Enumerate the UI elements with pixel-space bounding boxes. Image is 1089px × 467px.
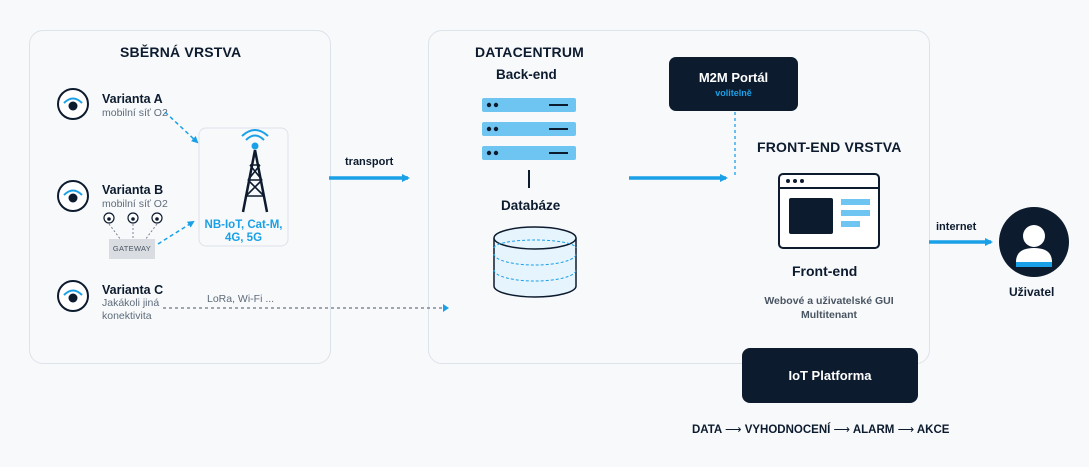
tower-box bbox=[198, 127, 289, 247]
backend-label: Back-end bbox=[496, 67, 557, 82]
device-icon bbox=[57, 88, 89, 120]
variant-c-label: Varianta C bbox=[102, 283, 164, 297]
m2m-portal-sub: volitelně bbox=[715, 88, 752, 98]
variant-a-sub: mobilní síť O2 bbox=[102, 107, 168, 119]
pipeline-evaluation: VYHODNOCENÍ bbox=[744, 424, 831, 436]
lora-label: LoRa, Wi-Fi ... bbox=[207, 293, 275, 305]
database-label: Databáze bbox=[501, 198, 561, 213]
internet-label: internet bbox=[936, 221, 977, 233]
tower-tech-line1: NB-IoT, Cat-M, bbox=[204, 219, 283, 231]
iot-platform-box: IoT Platforma bbox=[742, 348, 918, 403]
cell-tower-icon bbox=[241, 129, 269, 213]
server-icon bbox=[482, 98, 576, 160]
browser-window-icon bbox=[778, 173, 880, 249]
tower-tech-line2: 4G, 5G bbox=[224, 232, 263, 244]
gateway-label: GATEWAY bbox=[112, 244, 152, 253]
pipeline-alarm: ALARM bbox=[852, 424, 895, 436]
pipeline-data: DATA bbox=[692, 424, 722, 436]
user-icon bbox=[999, 207, 1069, 277]
pipeline: DATA ⟶ VYHODNOCENÍ ⟶ ALARM ⟶ AKCE bbox=[692, 422, 949, 436]
variant-b-sub: mobilní síť O2 bbox=[102, 198, 168, 210]
device-icon bbox=[57, 280, 89, 312]
frontend-layer-title: FRONT-END VRSTVA bbox=[757, 139, 902, 155]
gateway-box bbox=[109, 239, 155, 259]
user-label: Uživatel bbox=[1009, 285, 1055, 299]
variant-b-label: Varianta B bbox=[102, 183, 164, 197]
variant-c-sub2: konektivita bbox=[102, 310, 152, 322]
frontend-desc1: Webové a uživatelské GUI bbox=[764, 295, 894, 307]
variant-c-sub1: Jakákoli jiná bbox=[102, 297, 160, 309]
arrow-right-icon: ⟶ bbox=[833, 424, 851, 436]
iot-platform-title: IoT Platforma bbox=[788, 368, 872, 383]
pipeline-action: AKCE bbox=[916, 424, 950, 436]
m2m-portal-box: M2M Portál volitelně bbox=[669, 57, 798, 111]
sensor-icons bbox=[103, 212, 163, 241]
variant-a-label: Varianta A bbox=[102, 92, 163, 106]
collection-layer-title: SBĚRNÁ VRSTVA bbox=[120, 44, 242, 60]
datacenter-title: DATACENTRUM bbox=[475, 44, 584, 60]
frontend-desc2: Multitenant bbox=[801, 309, 857, 321]
database-icon bbox=[493, 226, 577, 298]
device-icon bbox=[57, 180, 89, 212]
arrow-right-icon: ⟶ bbox=[897, 424, 915, 436]
frontend-label: Front-end bbox=[792, 263, 858, 279]
m2m-portal-title: M2M Portál bbox=[698, 70, 769, 85]
arrow-right-icon: ⟶ bbox=[725, 424, 742, 436]
transport-label: transport bbox=[345, 156, 394, 168]
